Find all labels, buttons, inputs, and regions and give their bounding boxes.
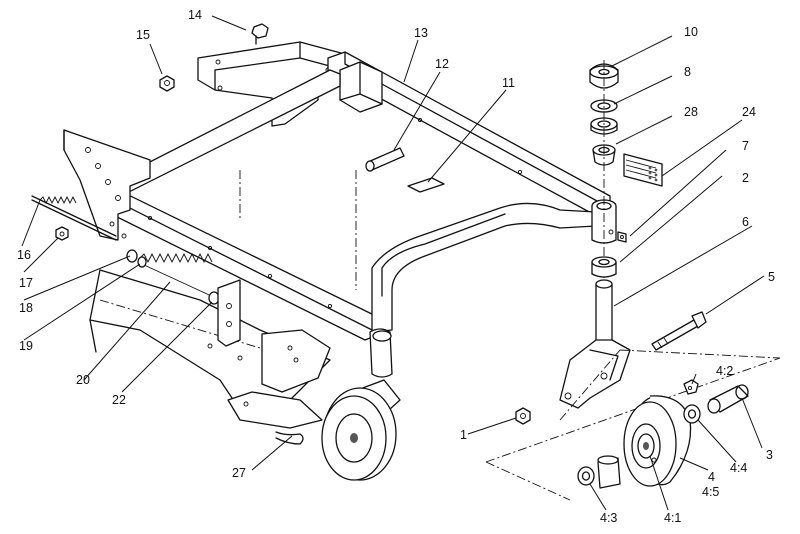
callout-11: 11 <box>502 76 515 90</box>
callout-4-2: 4:2 <box>716 364 733 378</box>
leader-lines <box>21 15 765 511</box>
front-bracket <box>227 329 331 429</box>
caster-arm <box>371 202 597 333</box>
nut-17 <box>55 226 69 241</box>
callout-20: 20 <box>76 373 90 387</box>
callout-19: 19 <box>19 339 33 353</box>
callout-28: 28 <box>684 105 698 119</box>
callout-2: 2 <box>742 171 749 185</box>
spring-assembly <box>126 249 221 305</box>
callout-22: 22 <box>112 393 126 407</box>
nut-15 <box>159 75 175 92</box>
decal-24 <box>623 153 663 187</box>
bearing-4-4 <box>683 404 701 424</box>
spacer-tube <box>597 455 621 489</box>
callout-17: 17 <box>19 276 33 290</box>
callout-10: 10 <box>684 25 698 39</box>
bolt-14 <box>251 23 269 45</box>
callout-6: 6 <box>742 215 749 229</box>
callout-16: 16 <box>17 248 31 262</box>
callout-12: 12 <box>435 57 449 71</box>
grease-fitting-7 <box>617 231 627 243</box>
spacer-2 <box>591 256 617 278</box>
callout-18: 18 <box>19 301 33 315</box>
caster-fork-6 <box>559 279 631 409</box>
callout-4-3: 4:3 <box>600 511 617 525</box>
callout-7: 7 <box>742 139 749 153</box>
caster-housing <box>591 199 617 244</box>
callout-27: 27 <box>232 466 246 480</box>
callout-4-4: 4:4 <box>730 461 747 475</box>
decal-11 <box>407 177 445 193</box>
axle-bolt-5 <box>651 311 707 351</box>
callout-1: 1 <box>460 428 467 442</box>
callout-15: 15 <box>136 28 150 42</box>
pin-12 <box>365 147 405 172</box>
bracket-22 <box>217 279 241 347</box>
front-caster-wheel <box>321 328 401 481</box>
clip-27 <box>275 431 304 445</box>
callout-4: 4 <box>708 470 715 484</box>
callout-14: 14 <box>188 8 202 22</box>
callout-24: 24 <box>742 105 756 119</box>
callout-13: 13 <box>414 26 428 40</box>
callout-8: 8 <box>684 65 691 79</box>
callout-labels: 14 15 13 12 11 10 8 28 24 7 2 6 5 16 17 … <box>17 8 775 525</box>
spacer-3 <box>707 384 749 414</box>
nut-1 <box>515 407 531 425</box>
wheel-4 <box>623 395 692 487</box>
callout-3: 3 <box>766 448 773 462</box>
callout-4-5: 4:5 <box>702 485 719 499</box>
bearing-4-3 <box>577 466 595 486</box>
callout-5: 5 <box>768 270 775 284</box>
callout-4-1: 4:1 <box>664 511 681 525</box>
fitting-4-2 <box>683 379 699 395</box>
tie-rod-16 <box>31 195 117 241</box>
